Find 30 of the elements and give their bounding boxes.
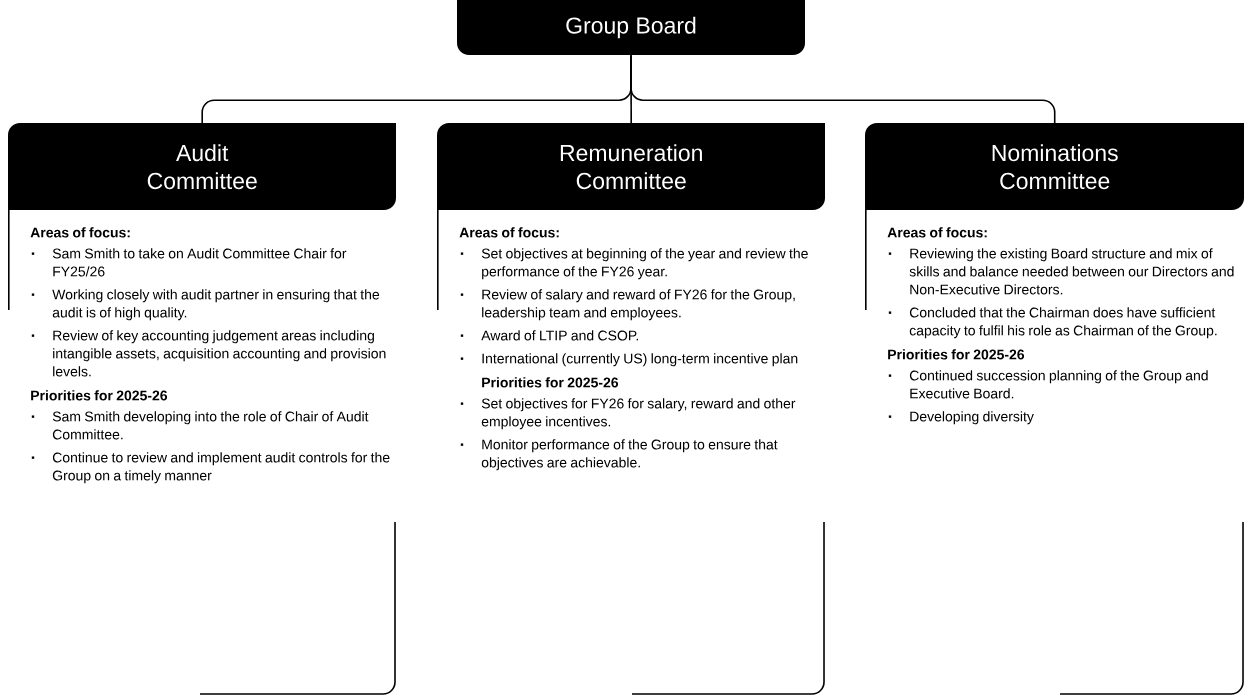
section-heading: Areas of focus: [887, 227, 987, 238]
bullet-text: Continued succession planning of the Group and Executive Board. [888, 370, 1208, 399]
committee-card [865, 123, 1244, 695]
bullet-text: Working closely with audit partner in ensuring that the audit is of high quality. [31, 289, 380, 321]
section-heading: Priorities for 2025-26 [482, 377, 619, 388]
bullet-text: Monitor performance of the Group to ensure that objectives are achievable. [460, 439, 778, 471]
board-title: Group Board [566, 16, 696, 39]
bullet-text: Concluded that the Chairman does have sufficient capacity to fulfil his role as Chairman of the Group. [888, 307, 1217, 339]
bullet-text: Continue to review and implement audit controls for the Group on a timely manner [31, 452, 390, 484]
bullet-text: Set objectives at beginning of the year and review the performance of the FY26 year. [460, 248, 808, 280]
committee-title: Remuneration Committee [560, 144, 702, 190]
committee-card [8, 123, 396, 695]
bullet-text: Reviewing the existing Board structure and mix of skills and balance needed between our Directors and Non-Executive Directors. [888, 248, 1234, 295]
bullet-text: Award of LTIP and CSOP. [460, 330, 638, 341]
committee-card [437, 123, 825, 695]
bullet-text: Sam Smith to take on Audit Committee Chair for FY25/26 [31, 248, 347, 277]
section-heading: Areas of focus: [459, 227, 559, 238]
board-box [457, 0, 805, 55]
bullet-text: Developing diversity [888, 411, 1034, 425]
section-heading: Priorities for 2025-26 [888, 349, 1025, 360]
committee-title: Nominations Committee [992, 144, 1118, 190]
section-heading: Priorities for 2025-26 [31, 390, 168, 401]
bullet-text: Review of salary and reward of FY26 for the Group, leadership team and employees. [460, 289, 795, 321]
bullet-text: Review of key accounting judgement areas including intangible assets, acquisition accounting and provision levels. [31, 330, 386, 377]
section-heading: Areas of focus: [30, 227, 130, 238]
committee-title: Audit Committee [147, 144, 257, 190]
bullet-text: Sam Smith developing into the role of Chair of Audit Committee. [31, 411, 369, 440]
connector-line [630, 54, 1056, 124]
bullet-text: Set objectives for FY26 for salary, reward and other employee incentives. [460, 398, 796, 430]
bullet-text: International (currently US) long-term incentive plan [460, 353, 798, 367]
